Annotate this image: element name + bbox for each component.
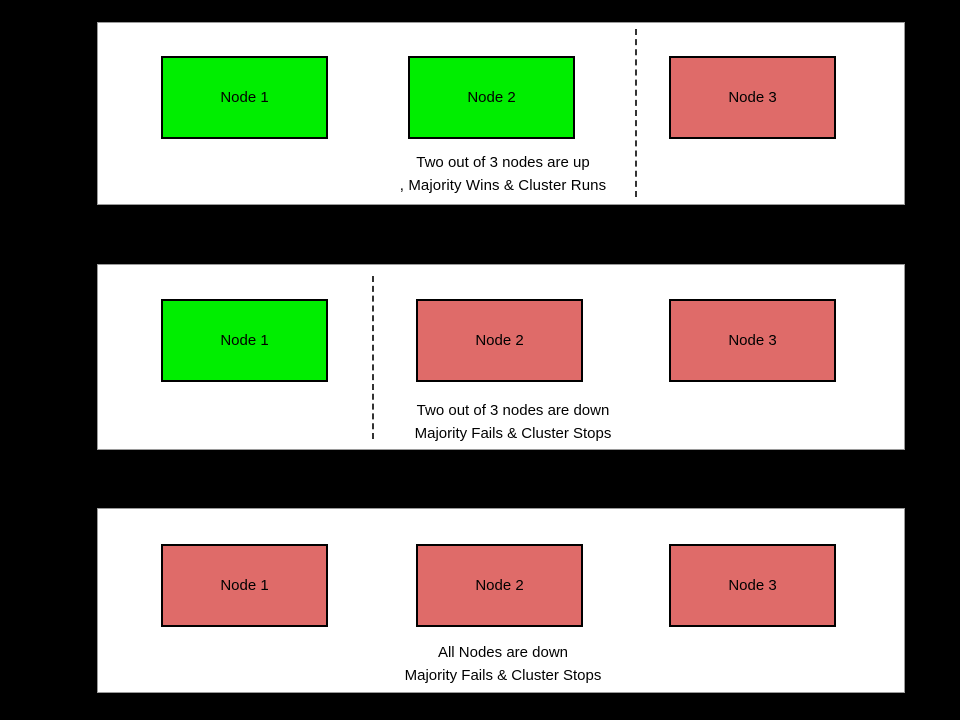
node-label: Node 3 <box>728 577 777 594</box>
node-label: Node 1 <box>220 89 269 106</box>
quorum-divider-line-panel2 <box>372 276 374 439</box>
node-box-panel3-node2: Node 2 <box>416 544 583 627</box>
node-label: Node 2 <box>467 89 516 106</box>
node-label: Node 2 <box>475 577 524 594</box>
panel1-caption: Two out of 3 nodes are up , Majority Win… <box>368 151 638 197</box>
node-box-panel1-node3: Node 3 <box>669 56 836 139</box>
caption-line-1: All Nodes are down <box>437 644 569 661</box>
node-box-panel2-node2: Node 2 <box>416 299 583 382</box>
scenario-panel-all-down: Node 1 Node 2 Node 3 All Nodes are down … <box>97 508 905 693</box>
node-box-panel3-node3: Node 3 <box>669 544 836 627</box>
node-box-panel2-node1: Node 1 <box>161 299 328 382</box>
caption-line-1: Two out of 3 nodes are up <box>416 154 590 171</box>
node-label: Node 1 <box>220 332 269 349</box>
panel3-caption: All Nodes are down Majority Fails & Clus… <box>368 641 638 687</box>
node-box-panel2-node3: Node 3 <box>669 299 836 382</box>
node-label: Node 3 <box>728 89 777 106</box>
node-box-panel3-node1: Node 1 <box>161 544 328 627</box>
node-label: Node 2 <box>475 332 524 349</box>
caption-line-1: Two out of 3 nodes are down <box>416 402 610 419</box>
node-label: Node 1 <box>220 577 269 594</box>
quorum-divider-line-panel1 <box>635 29 637 197</box>
caption-line-2: Majority Fails & Cluster Stops <box>414 425 612 442</box>
scenario-panel-two-of-three-up: Node 1 Node 2 Node 3 Two out of 3 nodes … <box>97 22 905 205</box>
node-box-panel1-node1: Node 1 <box>161 56 328 139</box>
scenario-panel-two-of-three-down: Node 1 Node 2 Node 3 Two out of 3 nodes … <box>97 264 905 450</box>
caption-line-2: Majority Fails & Cluster Stops <box>404 667 602 684</box>
node-box-panel1-node2: Node 2 <box>408 56 575 139</box>
panel2-caption: Two out of 3 nodes are down Majority Fai… <box>378 399 648 445</box>
node-label: Node 3 <box>728 332 777 349</box>
caption-line-2: , Majority Wins & Cluster Runs <box>399 177 607 194</box>
